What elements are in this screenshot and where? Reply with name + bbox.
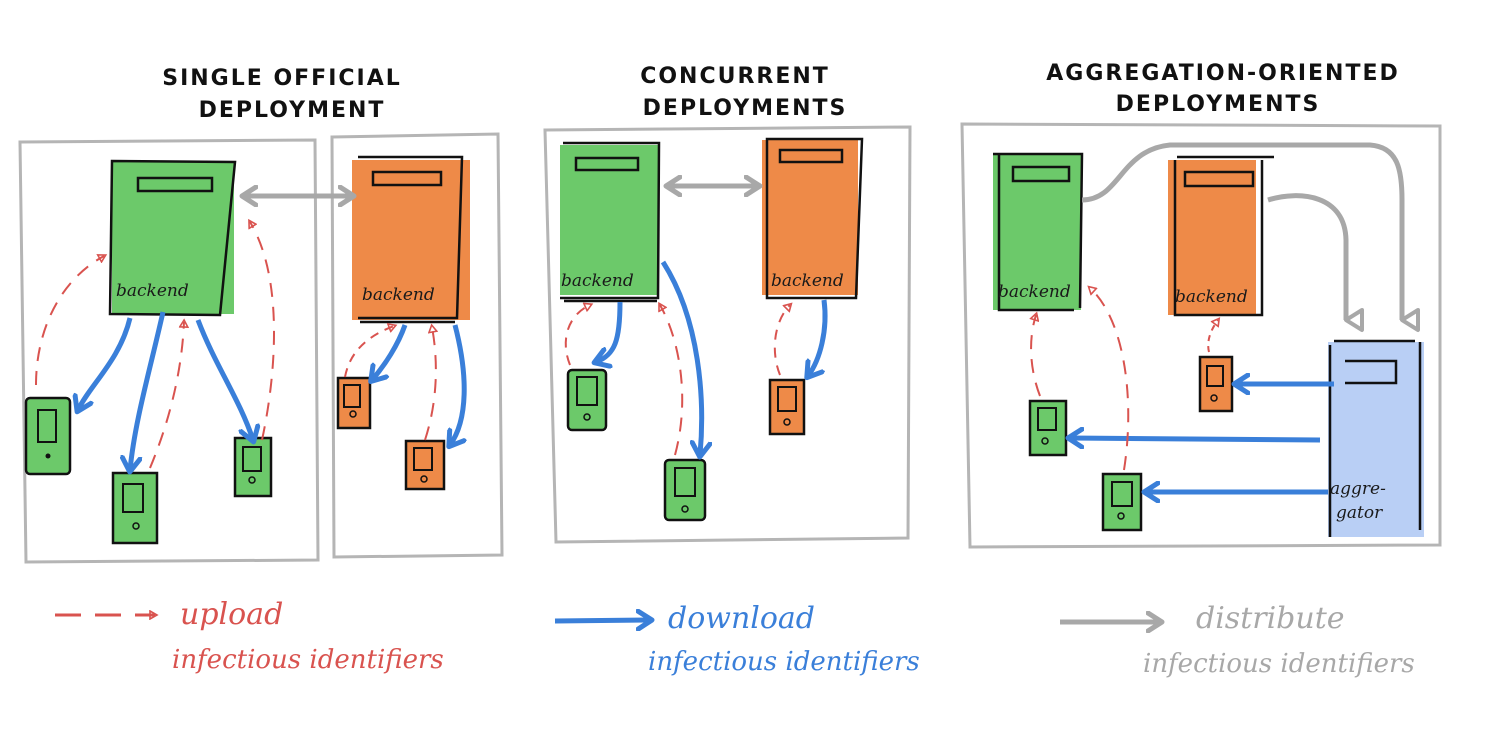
upload-arrow [660, 305, 684, 456]
upload-arrow [424, 327, 436, 441]
upload-arrow [1090, 288, 1130, 471]
device-orange [1198, 355, 1234, 413]
panel-2-frame [543, 125, 912, 544]
panel-3-title: AGGREGATION-ORIENTED DEPLOYMENTS [1046, 61, 1400, 117]
server-slot-icon [1011, 165, 1071, 183]
device-green [1028, 399, 1068, 457]
panel-1-title-line1: SINGLE OFFICIAL [162, 66, 402, 91]
backend-server-orange: backend [352, 155, 470, 324]
backend-label: backend [771, 271, 844, 291]
backend-label: backend [1175, 287, 1248, 307]
server-slot-icon [371, 170, 443, 187]
panel-2-title-line1: CONCURRENT [640, 64, 830, 89]
panel-aggregation-oriented-deployments: backend backend aggre- gator [960, 122, 1442, 549]
legend-distribute-label: distribute [1196, 601, 1345, 636]
backend-server-green: backend [560, 141, 661, 303]
download-legend-arrow [554, 620, 650, 621]
download-arrow [808, 299, 828, 376]
legend-download-sublabel: infectious identifiers [648, 647, 920, 677]
backend-server-green: backend [108, 159, 237, 317]
upload-arrow [35, 256, 104, 386]
panel-1-title: SINGLE OFFICIAL DEPLOYMENT [162, 66, 402, 123]
upload-arrow [344, 326, 394, 378]
panel-1-title-line2: DEPLOYMENT [199, 98, 386, 123]
device-orange [404, 439, 446, 491]
panel-single-official-deployment: backend backend [18, 132, 504, 564]
server-fill [112, 162, 234, 314]
device-green [24, 396, 72, 476]
server-fill [352, 160, 470, 320]
panel-3-title-line1: AGGREGATION-ORIENTED [1046, 61, 1400, 86]
backend-label: backend [561, 271, 634, 291]
aggregator-server: aggre- gator [1328, 339, 1424, 537]
device-orange [768, 378, 806, 436]
upload-arrow [1207, 320, 1218, 353]
download-arrow [195, 319, 253, 440]
device-green [663, 458, 707, 522]
server-slot-icon [136, 176, 214, 193]
download-arrow [372, 324, 408, 380]
server-slot-icon [574, 156, 640, 172]
legend-distribute-sublabel: infectious identifiers [1143, 649, 1415, 679]
download-arrow [596, 301, 623, 362]
distribute-arrow [1081, 142, 1420, 332]
download-arrow [660, 260, 702, 455]
upload-arrow [149, 322, 184, 469]
device-green [111, 471, 159, 545]
backend-label: backend [362, 285, 435, 305]
upload-arrow [564, 305, 590, 366]
backend-server-orange: backend [1168, 155, 1274, 317]
panel-2-title-line2: DEPLOYMENTS [643, 96, 848, 121]
backend-server-green: backend [993, 152, 1084, 312]
server-slot-icon [778, 148, 844, 164]
server-outline [358, 155, 464, 320]
aggregator-label-line2: gator [1336, 503, 1383, 523]
legend-download: download infectious identifiers [554, 601, 920, 677]
backend-server-orange: backend [762, 137, 864, 300]
legend-download-label: download [668, 601, 815, 636]
legend-upload-label: upload [180, 597, 283, 632]
download-arrow [78, 317, 133, 410]
panel-1-frame-left [18, 138, 320, 564]
panel-concurrent-deployments: backend backend [543, 125, 912, 544]
upload-arrow [250, 222, 275, 441]
server-slot-icon [1345, 359, 1398, 385]
upload-arrow [1031, 315, 1041, 397]
aggregator-label-line1: aggre- [1330, 479, 1386, 499]
panel-3-frame [960, 122, 1442, 549]
download-arrow [1070, 438, 1321, 440]
device-orange [336, 376, 372, 430]
legend-upload-sublabel: infectious identifiers [172, 645, 444, 675]
panel-3-title-line2: DEPLOYMENTS [1116, 92, 1321, 117]
server-outline [108, 159, 237, 317]
panel-1-frame-right [330, 132, 504, 559]
device-green [233, 436, 273, 498]
distribute-arrow [1267, 193, 1364, 332]
backend-label: backend [116, 281, 189, 301]
backend-label: backend [998, 282, 1071, 302]
panel-2-title: CONCURRENT DEPLOYMENTS [640, 64, 848, 121]
upload-arrow [773, 305, 790, 376]
legend-distribute: distribute infectious identifiers [1060, 601, 1415, 679]
device-green [566, 368, 608, 432]
download-arrow [450, 324, 464, 445]
legend-upload: upload infectious identifiers [55, 597, 444, 675]
download-arrow [130, 311, 166, 470]
device-green [1101, 472, 1143, 532]
server-slot-icon [1183, 170, 1255, 188]
